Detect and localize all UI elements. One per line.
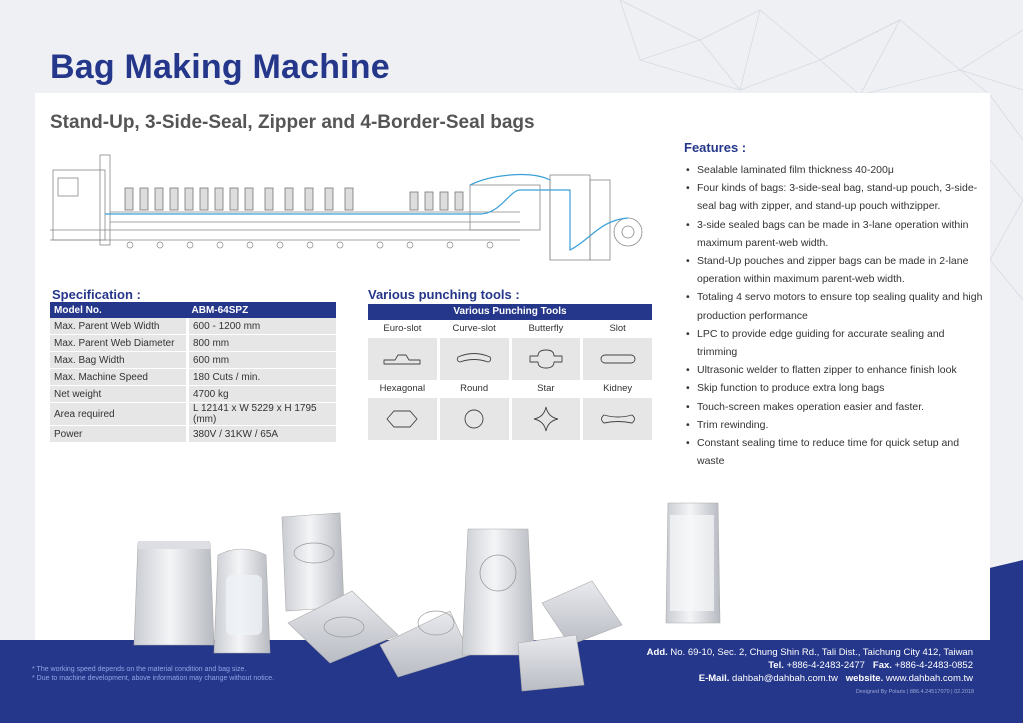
punch-label: Butterfly: [528, 323, 564, 334]
polygon-pattern: [619, 0, 1023, 301]
web-line: E-Mail. dahbah@dahbah.com.tw website. ww…: [647, 672, 973, 685]
spec-value: 800 mm: [187, 334, 336, 352]
list-item: Skip function to produce extra long bags: [684, 379, 984, 397]
tel-text: +886-4-2483-2477: [786, 660, 865, 671]
brand-tagline: QUALITY • PROFESSIONAL • INNOVATION: [847, 632, 967, 638]
spec-col-label: Model No.: [50, 302, 188, 318]
seal-units: [124, 187, 464, 211]
brand-name: DAH BAH: [842, 608, 942, 630]
spec-table: Model No. ABM-64SPZ Max. Parent Web Widt…: [50, 302, 336, 443]
punch-label: Hexagonal: [379, 383, 426, 394]
fax-label: Fax.: [872, 660, 892, 671]
curve-slot-icon: [439, 338, 509, 380]
slot-icon: [583, 338, 652, 380]
star-icon: [511, 398, 581, 440]
features-heading: Features :: [684, 140, 747, 155]
punch-label: Round: [460, 383, 489, 394]
list-item: Trim rewinding.: [684, 416, 984, 434]
features-list: Sealable laminated film thickness 40-200…: [684, 161, 984, 470]
punching-table-title: Various Punching Tools: [368, 304, 652, 320]
punch-label: Kidney: [603, 383, 633, 394]
spec-value: 600 - 1200 mm: [187, 318, 336, 335]
contact-block: Add. No. 69-10, Sec. 2, Chung Shin Rd., …: [647, 646, 973, 685]
footer-notes: * The working speed depends on the mater…: [32, 665, 274, 683]
dah-bah-logo-icon: [784, 600, 839, 640]
spec-label: Net weight: [50, 385, 189, 403]
list-item: Sealable laminated film thickness 40-200…: [684, 161, 984, 179]
punch-label: Star: [537, 383, 555, 394]
website-label: website.: [845, 673, 884, 684]
address-text: No. 69-10, Sec. 2, Chung Shin Rd., Tali …: [670, 647, 973, 658]
list-item: Stand-Up pouches and zipper bags can be …: [684, 252, 984, 288]
punching-heading: Various punching tools :: [368, 287, 520, 302]
spec-value: L 12141 x W 5229 x H 1795 (mm): [187, 402, 336, 426]
spec-header-row: Model No. ABM-64SPZ: [50, 302, 336, 318]
punch-label: Euro-slot: [383, 323, 422, 334]
website-link[interactable]: www.dahbah.com.tw: [885, 673, 973, 684]
spec-value: 380V / 31KW / 65A: [187, 425, 336, 443]
machine-drawing: [50, 154, 643, 261]
features-section: Features : Sealable laminated film thick…: [684, 140, 984, 470]
spec-label: Max. Parent Web Width: [50, 318, 189, 335]
euro-slot-icon: [368, 338, 437, 380]
fax-text: +886-4-2483-0852: [894, 660, 973, 671]
spec-col-value: ABM-64SPZ: [187, 302, 336, 318]
hexagonal-icon: [368, 398, 437, 440]
punching-grid: Euro-slot Curve-slot Butterfly Slot Hexa…: [368, 320, 652, 440]
note-line: * Due to machine development, above info…: [32, 675, 275, 682]
round-icon: [439, 398, 509, 440]
spec-value: 600 mm: [187, 351, 336, 369]
list-item: Ultrasonic welder to flatten zipper to e…: [684, 361, 984, 379]
list-item: Totaling 4 servo motors to ensure top se…: [684, 288, 984, 324]
kidney-icon: [583, 398, 652, 440]
page-title: Bag Making Machine: [50, 48, 390, 86]
address-label: Add.: [646, 647, 668, 658]
spec-label: Max. Parent Web Diameter: [50, 334, 189, 352]
address-line: Add. No. 69-10, Sec. 2, Chung Shin Rd., …: [647, 646, 973, 659]
phone-line: Tel. +886-4-2483-2477 Fax. +886-4-2483-0…: [647, 659, 973, 672]
designer-credit: Designed By Polaris | 886.4.24517070 | 0…: [855, 689, 974, 695]
page-subtitle: Stand-Up, 3-Side-Seal, Zipper and 4-Bord…: [50, 112, 535, 133]
spec-value: 4700 kg: [187, 385, 336, 403]
list-item: Constant sealing time to reduce time for…: [684, 434, 984, 470]
spec-label: Max. Bag Width: [50, 351, 189, 369]
web-path: [105, 189, 629, 251]
spec-label: Power: [50, 425, 189, 443]
list-item: 3-side sealed bags can be made in 3-lane…: [684, 216, 984, 252]
list-item: Touch-screen makes operation easier and …: [684, 398, 984, 416]
spec-heading: Specification :: [52, 287, 141, 302]
punching-table: Various Punching Tools Euro-slot Curve-s…: [368, 304, 652, 440]
list-item: Four kinds of bags: 3-side-seal bag, sta…: [684, 179, 984, 215]
note-line: * The working speed depends on the mater…: [32, 666, 247, 673]
spec-label: Max. Machine Speed: [50, 368, 189, 386]
spec-label: Area required: [50, 402, 189, 426]
butterfly-icon: [511, 338, 581, 380]
email-label: E-Mail.: [698, 673, 730, 684]
punch-label: Slot: [609, 323, 626, 334]
list-item: LPC to provide edge guiding for accurate…: [684, 325, 984, 361]
punch-label: Curve-slot: [452, 323, 496, 334]
email-link[interactable]: dahbah@dahbah.com.tw: [732, 673, 838, 684]
tel-label: Tel.: [768, 660, 784, 671]
product-bags-image: [133, 502, 721, 692]
spec-value: 180 Cuts / min.: [187, 368, 336, 386]
